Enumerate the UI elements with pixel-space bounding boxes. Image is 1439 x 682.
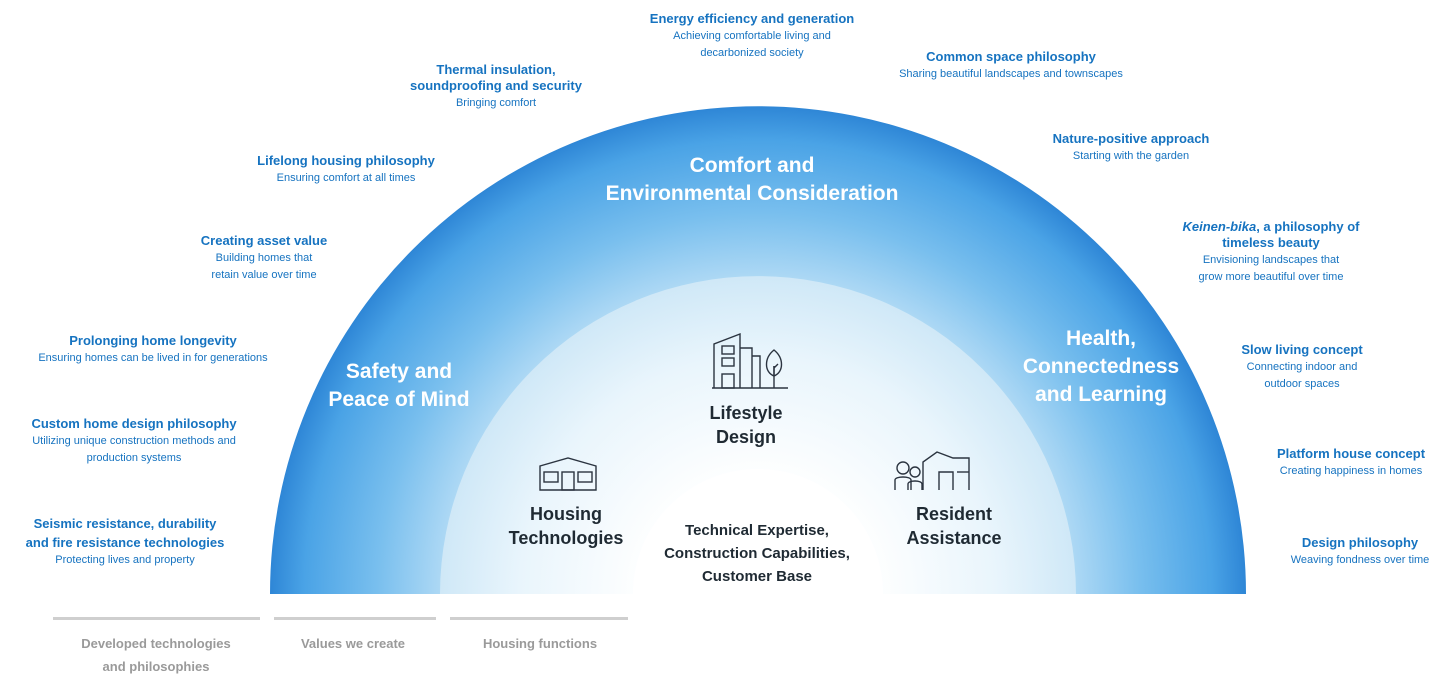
keinen-bika-rest: , a philosophy of (1256, 219, 1360, 234)
value-comfort-environment: Comfort and Environmental Consideration (605, 154, 899, 205)
label-custom-home-design: Custom home design philosophy Utilizing … (31, 416, 237, 464)
core-circle (633, 469, 883, 594)
label-seismic-resistance: Seismic resistance, durability and fire … (25, 516, 225, 566)
value-health-connectedness: Health, Connectedness and Learning (1022, 327, 1180, 406)
label-prolonging-longevity: Prolonging home longevity Ensuring homes… (38, 333, 268, 364)
label-creating-asset-value: Creating asset value Building homes that… (200, 233, 328, 281)
keinen-bika-term: Keinen-bika (1182, 219, 1257, 234)
label-design-philosophy: Design philosophy Weaving fondness over … (1290, 535, 1430, 566)
label-keinen-bika: Keinen-bika, a philosophy of timeless be… (1182, 219, 1360, 283)
legend-developed-technologies: Developed technologies and philosophies (81, 636, 231, 674)
function-resident-assistance: Resident Assistance (906, 504, 1002, 548)
legend-values-we-create: Values we create (300, 636, 406, 651)
label-lifelong-housing: Lifelong housing philosophy Ensuring com… (257, 153, 435, 184)
label-thermal-insulation: Thermal insulation, soundproofing and se… (410, 62, 582, 109)
legend-line-functions (450, 617, 628, 620)
function-housing-technologies: Housing Technologies (508, 504, 624, 548)
core-foundation: Technical Expertise, Construction Capabi… (664, 522, 850, 585)
label-slow-living: Slow living concept Connecting indoor an… (1241, 342, 1363, 390)
middle-band (440, 276, 1076, 594)
value-safety-peace: Safety and Peace of Mind (328, 360, 470, 411)
label-energy-efficiency: Energy efficiency and generation Achievi… (649, 11, 855, 59)
building-tree-icon (712, 332, 788, 389)
people-home-icon (894, 451, 970, 490)
label-nature-positive: Nature-positive approach Starting with t… (1052, 131, 1210, 162)
legend-housing-functions: Housing functions (482, 636, 598, 651)
label-platform-house: Platform house concept Creating happines… (1276, 446, 1426, 477)
label-common-space: Common space philosophy Sharing beautifu… (899, 49, 1123, 80)
house-icon (539, 457, 597, 491)
legend-line-values (274, 617, 436, 620)
function-lifestyle-design: Lifestyle Design (709, 403, 783, 447)
legend-line-developed (53, 617, 260, 620)
